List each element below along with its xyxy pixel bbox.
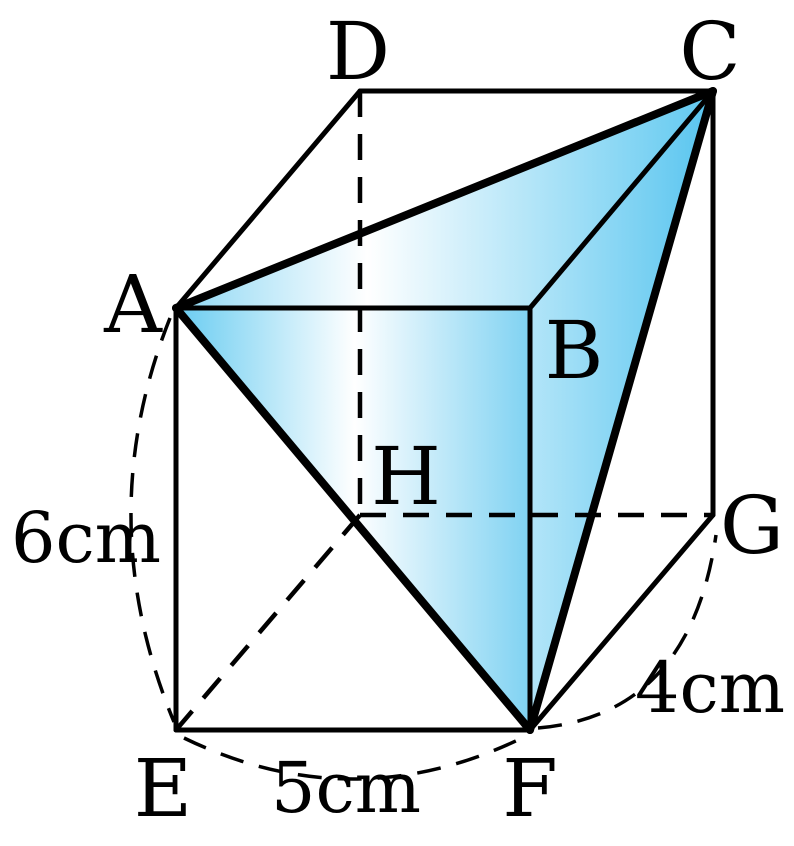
vertex-label-d: D bbox=[326, 5, 390, 98]
vertex-label-e: E bbox=[134, 742, 192, 835]
dimension-label-width: 5cm bbox=[271, 747, 421, 829]
dimension-arc-height bbox=[129, 317, 176, 723]
vertex-label-a: A bbox=[103, 258, 163, 351]
vertex-label-f: F bbox=[502, 742, 558, 835]
edge-ad bbox=[173, 88, 363, 311]
bold-edge-cf bbox=[526, 87, 717, 734]
vertex-label-g: G bbox=[720, 479, 784, 572]
bold-edge-af bbox=[172, 304, 534, 734]
hidden-edge-he bbox=[174, 513, 362, 732]
vertex-label-c: C bbox=[679, 5, 740, 98]
dimension-label-depth: 4cm bbox=[635, 647, 785, 729]
bold-edge-ac bbox=[172, 87, 717, 312]
dimension-label-height: 6cm bbox=[11, 497, 161, 579]
dimension-arc-depth bbox=[537, 534, 718, 730]
edge-bc bbox=[527, 88, 716, 311]
vertex-label-h: H bbox=[371, 430, 441, 523]
edge-fg bbox=[527, 512, 716, 733]
dimension-arc-width bbox=[183, 736, 523, 781]
vertex-label-b: B bbox=[545, 304, 604, 397]
